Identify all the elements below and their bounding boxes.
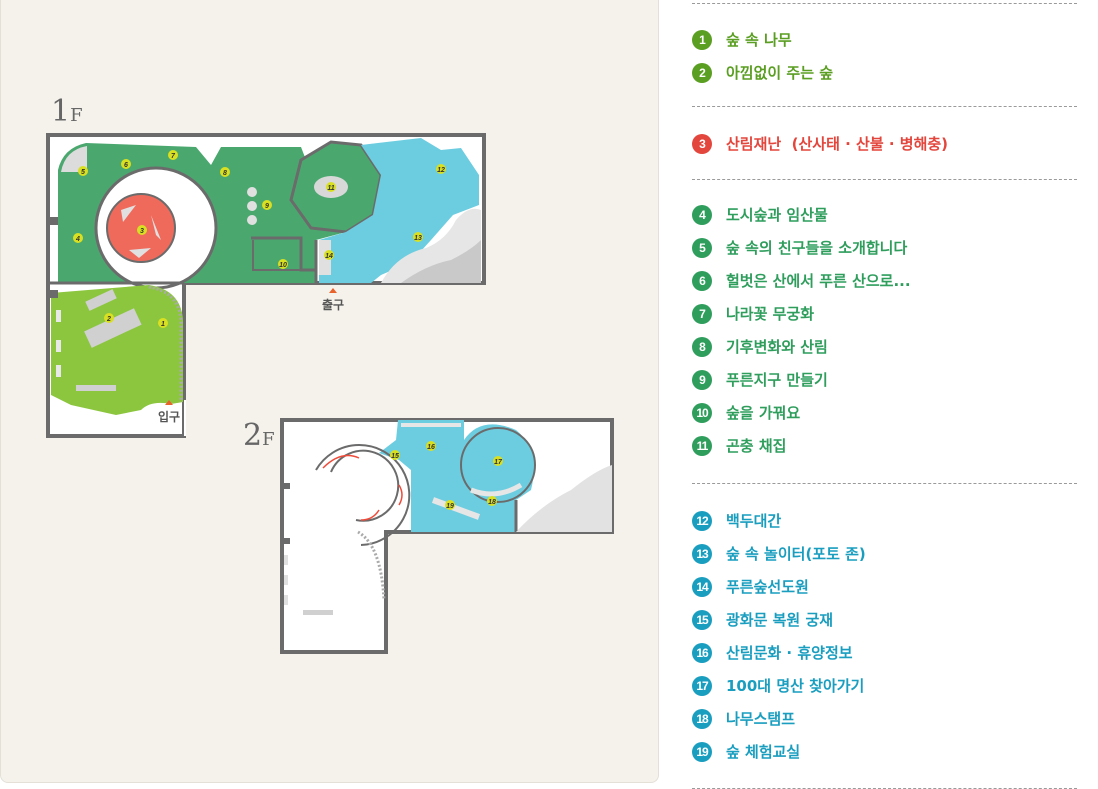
svg-text:8: 8 [223,170,227,177]
legend-item-19[interactable]: 19 숲 체험교실 [692,735,1077,768]
number-badge: 19 [692,741,712,762]
legend-item-13[interactable]: 13 숲 속 놀이터(포토 존) [692,537,1077,570]
number-badge: 15 [692,609,712,630]
svg-text:4: 4 [75,236,80,243]
legend-item-8[interactable]: 8 기후변화와 산림 [692,330,1077,363]
number-badge: 3 [692,133,712,154]
svg-text:6: 6 [124,162,128,169]
legend-group-outdoor-forest: 1 숲 속 나무 2 아낌없이 주는 숲 [692,4,1077,106]
number-badge: 11 [692,435,712,456]
svg-text:2: 2 [106,316,111,323]
number-badge: 4 [692,204,712,225]
legend-group-disaster: 3 산림재난 (산사태 · 산불 · 병해충) [692,107,1077,179]
legend-item-3[interactable]: 3 산림재난 (산사태 · 산불 · 병해충) [692,127,1077,160]
svg-text:19: 19 [446,503,454,510]
svg-text:1: 1 [161,321,165,328]
number-badge: 14 [692,576,712,597]
number-badge: 12 [692,510,712,531]
number-badge: 6 [692,270,712,291]
legend-item-16[interactable]: 16 산림문화 · 휴양정보 [692,636,1077,669]
legend-group-forest-exhibits: 4 도시숲과 임산물 5 숲 속의 친구들을 소개합니다 6 헐벗은 산에서 푸… [692,180,1077,483]
number-badge: 1 [692,29,712,50]
number-badge: 18 [692,708,712,729]
legend-item-12[interactable]: 12 백두대간 [692,504,1077,537]
number-badge: 5 [692,237,712,258]
divider [692,483,1077,484]
svg-text:5: 5 [81,169,85,176]
svg-text:16: 16 [427,444,435,451]
legend-item-4[interactable]: 4 도시숲과 임산물 [692,198,1077,231]
legend-item-2[interactable]: 2 아낌없이 주는 숲 [692,56,1077,89]
floor-1f-plan [46,133,486,438]
legend-group-blue-exhibits: 12 백두대간 13 숲 속 놀이터(포토 존) 14 푸른숲선도원 15 광화… [692,484,1077,788]
entrance-arrow-icon [165,400,173,405]
svg-text:18: 18 [488,499,496,506]
legend-item-7[interactable]: 7 나라꽃 무궁화 [692,297,1077,330]
svg-text:11: 11 [327,185,334,192]
divider [692,179,1077,180]
legend-item-9[interactable]: 9 푸른지구 만들기 [692,363,1077,396]
legend-item-5[interactable]: 5 숲 속의 친구들을 소개합니다 [692,231,1077,264]
exhibit-legend: 1 숲 속 나무 2 아낌없이 주는 숲 3 산림재난 (산사태 · 산불 · … [692,0,1077,789]
divider [692,3,1077,4]
number-badge: 13 [692,543,712,564]
legend-item-6[interactable]: 6 헐벗은 산에서 푸른 산으로... [692,264,1077,297]
number-badge: 16 [692,642,712,663]
number-badge: 8 [692,336,712,357]
zone-trees [51,285,183,415]
number-badge: 7 [692,303,712,324]
svg-text:12: 12 [437,167,445,174]
legend-item-15[interactable]: 15 광화문 복원 궁재 [692,603,1077,636]
svg-text:7: 7 [171,153,176,160]
legend-item-14[interactable]: 14 푸른숲선도원 [692,570,1077,603]
number-badge: 10 [692,402,712,423]
exit-arrow-icon [329,288,337,293]
svg-text:3: 3 [140,228,144,235]
map-markers-1f [73,150,446,328]
svg-text:10: 10 [279,262,287,269]
floor-map-panel: 1F 2F [0,0,659,783]
svg-text:17: 17 [494,459,503,466]
number-badge: 9 [692,369,712,390]
legend-item-10[interactable]: 10 숲을 가꿔요 [692,396,1077,429]
legend-item-18[interactable]: 18 나무스탬프 [692,702,1077,735]
svg-text:13: 13 [414,235,422,242]
svg-text:14: 14 [325,253,333,260]
legend-item-11[interactable]: 11 곤충 채집 [692,429,1077,462]
number-badge: 2 [692,62,712,83]
divider [692,106,1077,107]
floor-2f-plan [280,418,614,654]
svg-text:15: 15 [391,453,399,460]
floor-label-1f: 1F [51,94,83,129]
svg-text:9: 9 [265,203,269,210]
number-badge: 17 [692,675,712,696]
zone-water [319,138,479,283]
legend-item-17[interactable]: 17 100대 명산 찾아가기 [692,669,1077,702]
legend-item-1[interactable]: 1 숲 속 나무 [692,23,1077,56]
exit-marker: 출구 [313,288,353,313]
map-markers-2f [390,441,503,510]
floor-label-2f: 2F [243,418,275,453]
entrance-marker: 입구 [149,400,189,425]
